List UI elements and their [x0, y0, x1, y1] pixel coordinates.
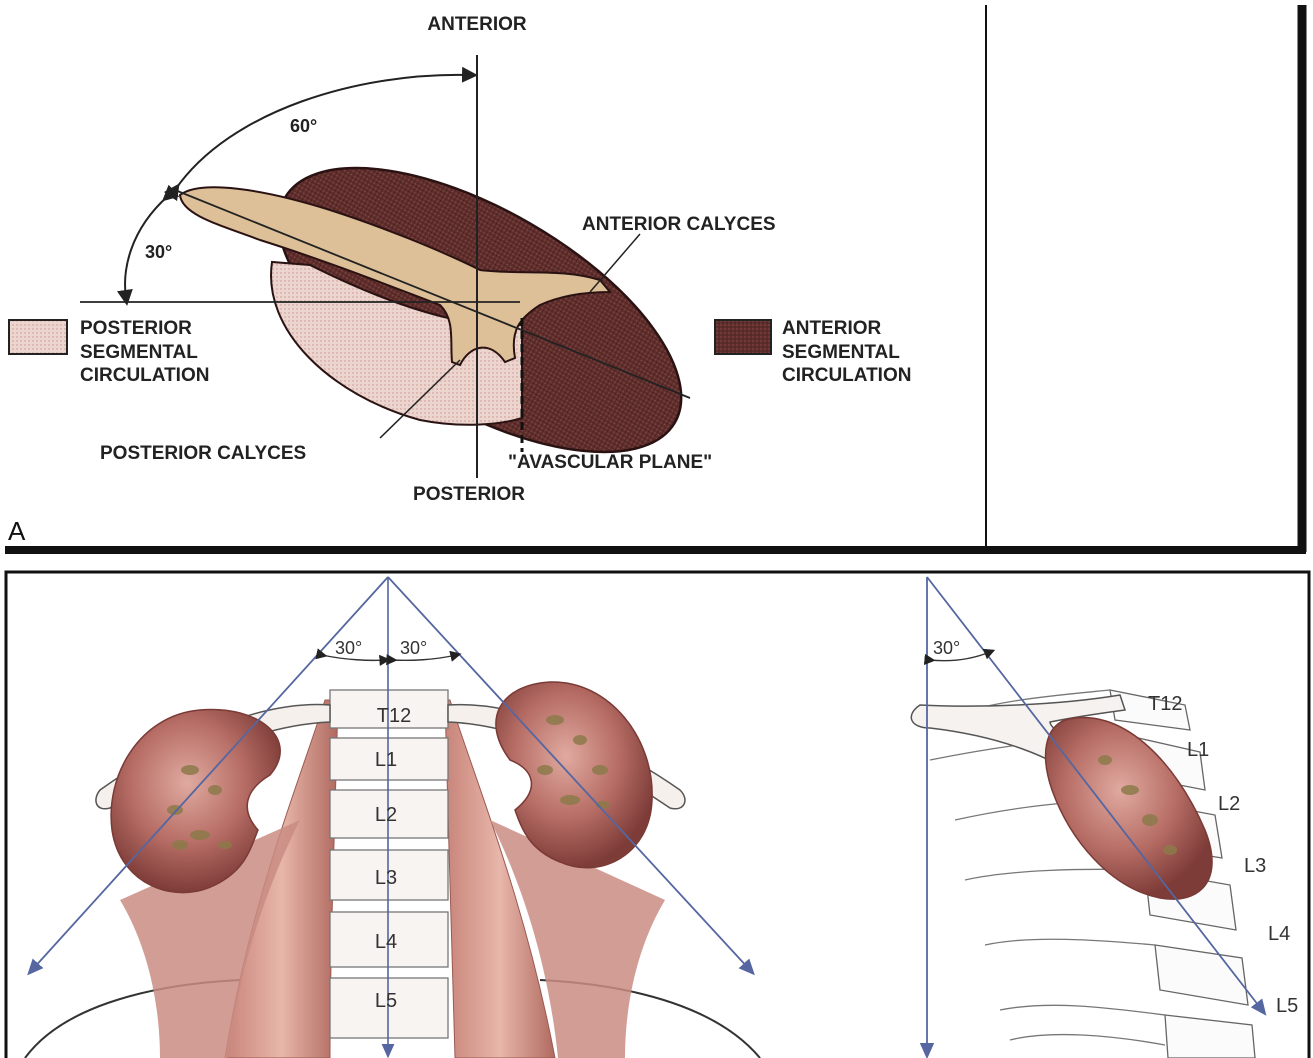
- lateral-vertebra-l1: L1: [1187, 739, 1209, 761]
- label-angle-60: 60°: [290, 116, 317, 136]
- legend-posterior-line3: CIRCULATION: [80, 365, 209, 386]
- label-avascular-plane: "AVASCULAR PLANE": [508, 452, 712, 473]
- panel-letter-a: A: [8, 516, 26, 546]
- lateral-angle: 30°: [933, 638, 960, 658]
- label-posterior-calyces: POSTERIOR CALYCES: [100, 443, 306, 464]
- posterior-vertebra-l2: L2: [375, 804, 397, 826]
- posterior-view: 30° 30° T12 L1 L2 L3 L4 L5: [25, 577, 760, 1058]
- lateral-view: 30° T12 L1 L2 L3 L4 L5: [911, 577, 1298, 1058]
- posterior-vertebra-l1: L1: [375, 749, 397, 771]
- posterior-vertebra-l3: L3: [375, 867, 397, 889]
- legend-posterior-line1: POSTERIOR: [80, 318, 192, 339]
- lateral-vertebra-l2: L2: [1218, 793, 1240, 815]
- spine-column: [330, 690, 448, 1038]
- legend-posterior-swatch: [9, 320, 67, 354]
- posterior-angle-right: 30°: [400, 638, 427, 658]
- lateral-vertebra-l4: L4: [1268, 923, 1290, 945]
- legend-anterior-line3: CIRCULATION: [782, 365, 911, 386]
- bottom-panel: 30° 30° T12 L1 L2 L3 L4 L5: [6, 572, 1309, 1058]
- lateral-needle-line: [927, 577, 1262, 1010]
- legend-anterior-swatch: [715, 320, 771, 354]
- label-posterior: POSTERIOR: [413, 484, 525, 505]
- posterior-vertebra-l5: L5: [375, 990, 397, 1012]
- posterior-vertebra-l4: L4: [375, 931, 397, 953]
- anterior-calyces-leader: [590, 234, 640, 292]
- label-anterior-calyces: ANTERIOR CALYCES: [582, 214, 776, 235]
- legend-anterior-line2: SEGMENTAL: [782, 342, 900, 363]
- lateral-vertebra-l5: L5: [1276, 995, 1298, 1017]
- lateral-vertebra-t12: T12: [1148, 693, 1182, 715]
- top-panel: ANTERIOR POSTERIOR 60° 30° ANTERIOR CALY…: [5, 5, 1306, 552]
- posterior-angle-left: 30°: [335, 638, 362, 658]
- posterior-vertebra-t12: T12: [377, 705, 411, 727]
- label-angle-30: 30°: [145, 242, 172, 262]
- lateral-vertebra-l3: L3: [1244, 855, 1266, 877]
- label-anterior: ANTERIOR: [427, 14, 527, 35]
- legend-posterior-line2: SEGMENTAL: [80, 342, 198, 363]
- legend-anterior-line1: ANTERIOR: [782, 318, 882, 339]
